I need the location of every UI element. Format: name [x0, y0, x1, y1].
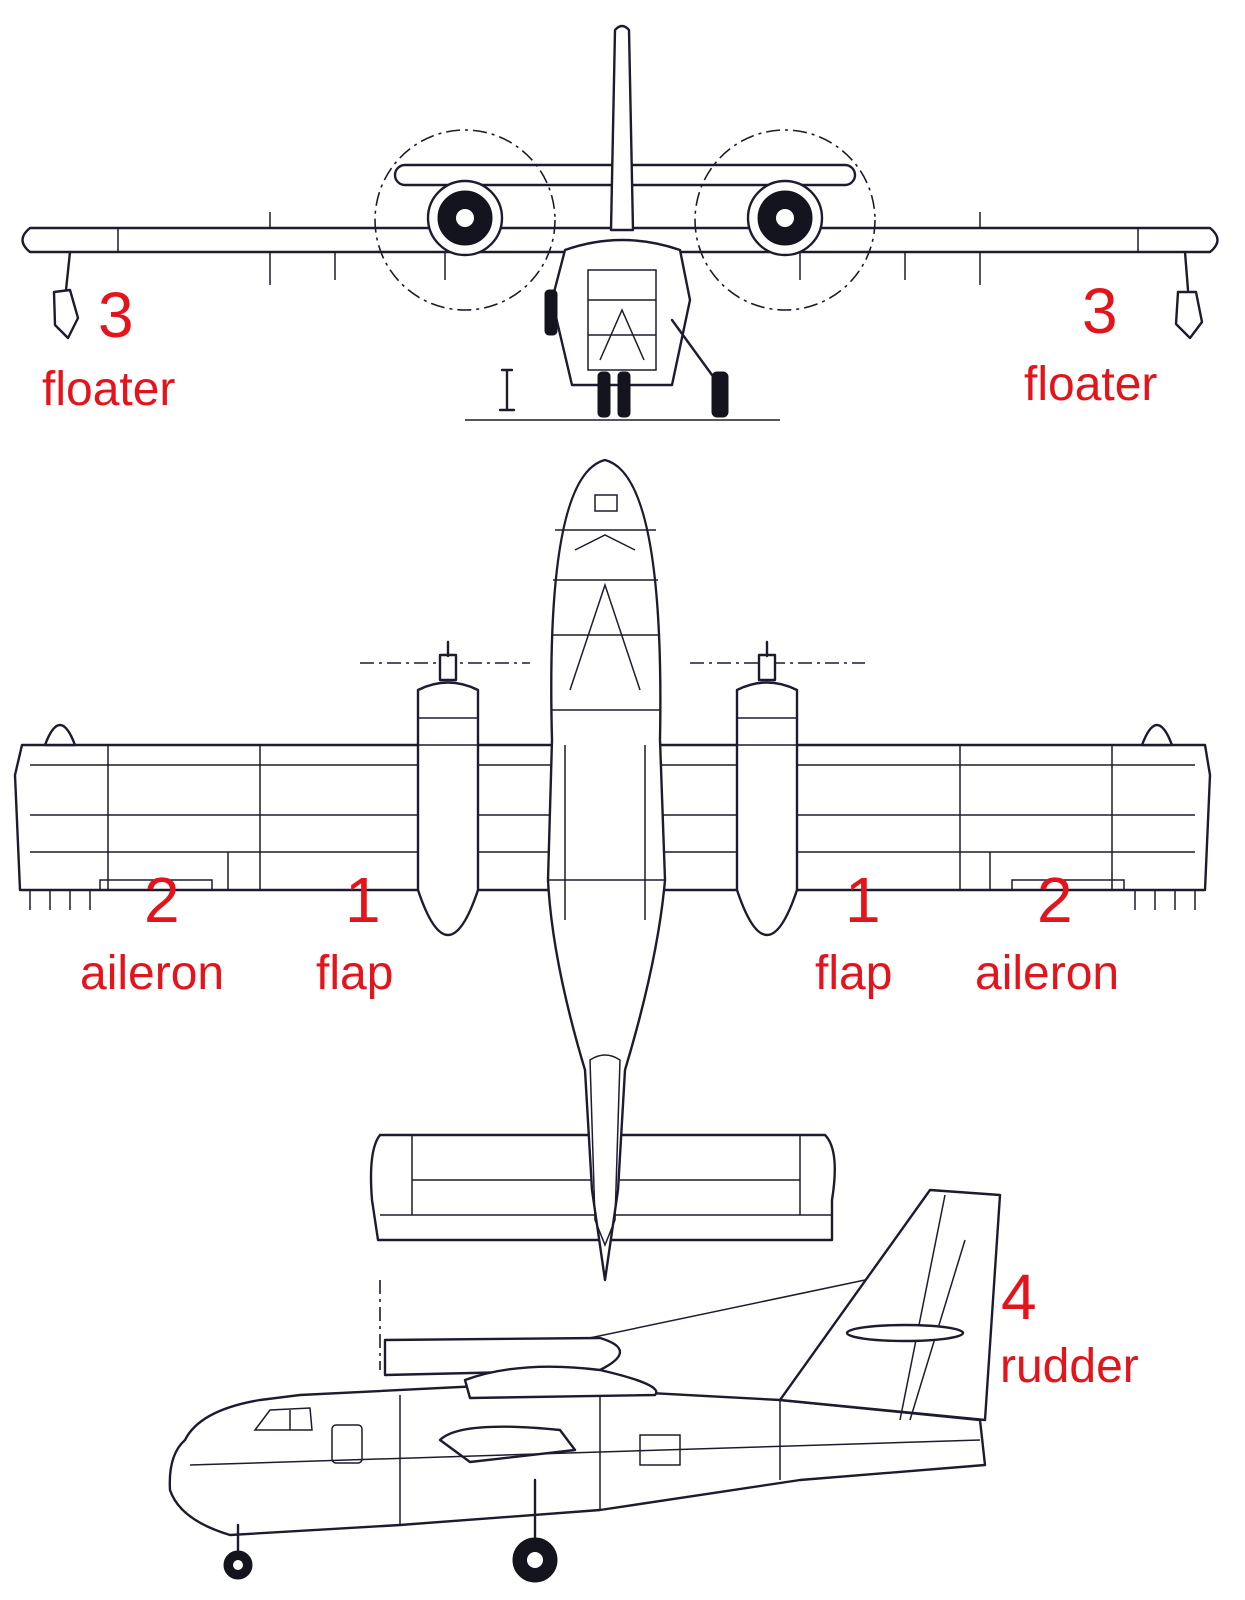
right-nacelle — [735, 640, 799, 936]
flap-left-label: flap — [316, 947, 394, 1000]
aileron-left-number: 2 — [144, 864, 180, 936]
aileron-left-label: aileron — [80, 947, 225, 1000]
rudder-number: 4 — [1001, 1261, 1037, 1333]
flap-right-number: 1 — [845, 864, 881, 936]
side-view — [168, 1188, 1002, 1583]
flap-right-label: flap — [815, 947, 893, 1000]
rudder-label: rudder — [1000, 1340, 1139, 1393]
top-fuselage — [546, 458, 667, 1282]
floater-right-number: 3 — [1082, 275, 1118, 347]
aileron-right-number: 2 — [1037, 864, 1073, 936]
floater-left-label: floater — [42, 363, 176, 416]
side-fin — [778, 1188, 1002, 1422]
aileron-right-label: aileron — [975, 947, 1120, 1000]
floater-left-number: 3 — [98, 279, 134, 351]
top-view — [13, 458, 1212, 1282]
right-floater — [1174, 250, 1204, 340]
left-floater — [52, 250, 80, 340]
side-fuselage — [168, 1383, 987, 1537]
left-nacelle — [416, 640, 480, 936]
front-view — [21, 24, 1219, 421]
floater-right-label: floater — [1024, 358, 1158, 411]
front-fin — [609, 24, 635, 232]
flap-left-number: 1 — [345, 864, 381, 936]
